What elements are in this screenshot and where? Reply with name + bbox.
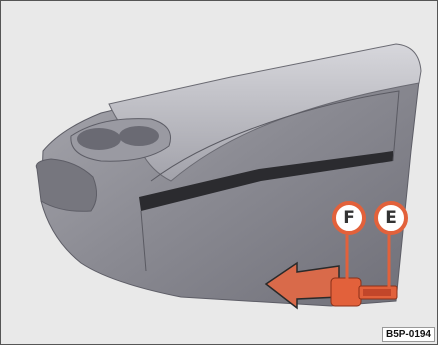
callout-f-label: F	[343, 208, 355, 228]
connector-f	[331, 278, 361, 306]
callout-e-label: E	[385, 208, 397, 228]
callout-f: F	[332, 201, 366, 235]
cup-holder-left	[77, 128, 121, 150]
callout-e: E	[374, 201, 408, 235]
figure-code: B5P-0194	[382, 327, 435, 342]
cup-holder-right	[119, 126, 159, 146]
